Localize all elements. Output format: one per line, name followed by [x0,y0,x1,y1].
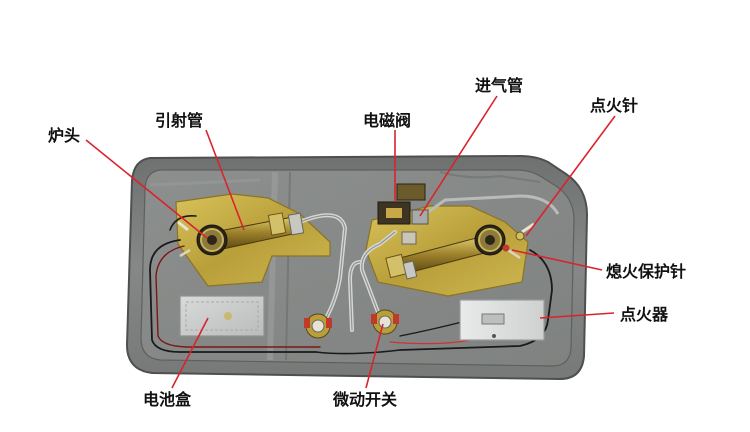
battery-box [179,295,265,337]
leader-burner-head [85,139,208,239]
left-burner-head [196,224,228,256]
label-injection-pipe: 引射管 [155,111,203,130]
right-injection-pipe [385,235,489,280]
flame-protection-needle [179,244,521,260]
micro-switch-left [304,313,332,339]
leader-gas-inlet-pipe [419,95,498,217]
label-burner-head: 炉头 [48,126,80,145]
leader-injection-pipe [205,129,245,231]
gas-distribution-pipes [298,213,397,332]
label-flame-protection-needle: 熄火保护针 [606,262,686,281]
wiring [149,214,553,355]
label-micro-switch: 微动开关 [332,390,397,409]
left-injection-pipe [213,212,305,251]
ignition-needle [177,220,535,241]
label-igniter: 点火器 [620,305,669,324]
label-solenoid-valve: 电磁阀 [363,111,411,130]
leader-battery-box [171,317,209,389]
right-burner-head [474,224,506,256]
leader-flame-protection-needle [511,249,603,271]
leader-igniter [539,312,615,319]
label-ignition-needle: 点火针 [590,96,638,115]
leader-micro-switch [365,323,384,389]
leader-ignition-needle [525,115,616,237]
solenoid-valve [377,183,426,245]
igniter-box [459,299,545,341]
label-battery-box: 电池盒 [143,390,192,409]
label-gas-inlet-pipe: 进气管 [475,76,523,95]
gas-inlet-pipe [411,194,560,225]
